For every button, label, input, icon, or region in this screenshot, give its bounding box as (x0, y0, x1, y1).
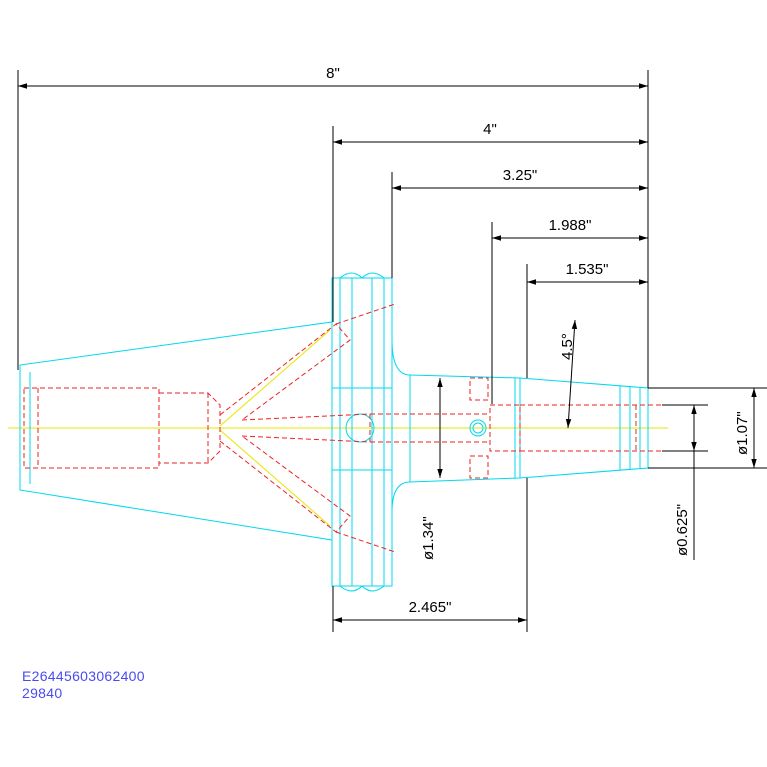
dim-gauge-to-end: 4" (483, 121, 497, 138)
hidden-features (23, 303, 662, 553)
dim-bore-diameter: ø0.625" (674, 504, 691, 556)
holder-outline (19, 272, 649, 592)
dim-body-diameter: ø1.34" (420, 516, 437, 560)
dim-taper-angle: 4.5° (559, 333, 576, 360)
centerline (8, 329, 668, 527)
part-number: E26445603062400 (22, 668, 145, 684)
dim-body-length: 1.988" (549, 217, 592, 234)
dim-flange-to-end: 3.25" (503, 167, 538, 184)
item-number: 29840 (22, 685, 63, 701)
dimension-lines (17, 70, 767, 632)
dim-nose-diameter: ø1.07" (734, 411, 751, 455)
dim-flange-offset: 2.465" (409, 599, 452, 616)
dim-nose-length: 1.535" (566, 261, 609, 278)
dim-overall-length: 8" (326, 65, 340, 82)
